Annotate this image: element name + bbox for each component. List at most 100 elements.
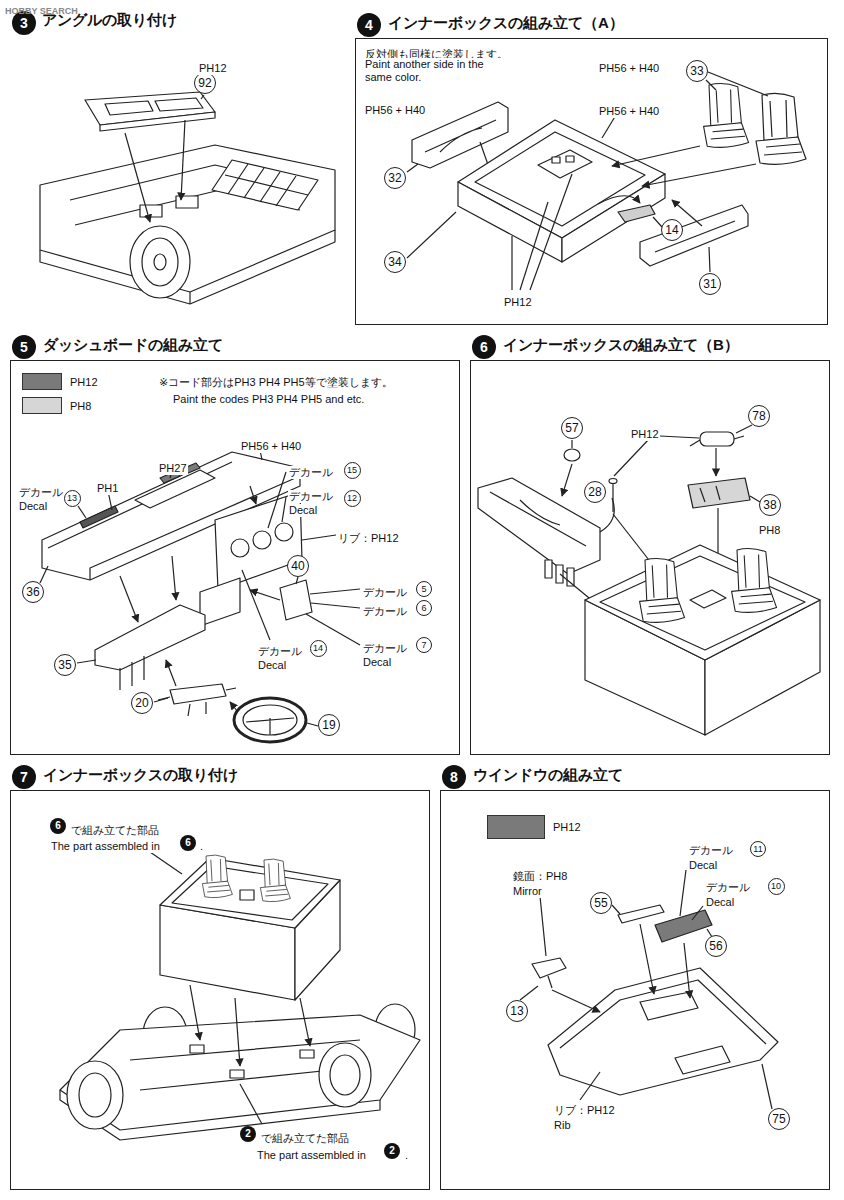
- label-text: PH12: [198, 62, 228, 75]
- instruction-label: Paint the codes PH3 PH4 PH5 and etc.: [172, 389, 365, 407]
- number-text: 7: [421, 641, 426, 650]
- label-text: Paint another side in the same color.: [364, 58, 514, 84]
- chassis-drawing-line: [154, 254, 166, 270]
- window-drawing-line: [560, 980, 766, 1048]
- dashboard-drawing-line: [253, 531, 271, 549]
- label-text: PH56 + H40: [598, 105, 660, 118]
- legend-text: PH8: [70, 400, 91, 412]
- window-drawing-line: [552, 990, 600, 1012]
- label-text: Decal: [257, 659, 287, 672]
- instruction-label: PH27: [158, 458, 188, 476]
- callout-number: 56: [705, 935, 727, 957]
- inner-box-b-drawing-line: [732, 549, 777, 613]
- inner-box-a-drawing-line: [407, 212, 456, 258]
- step-number: 4: [357, 13, 381, 37]
- number-text: 40: [291, 560, 304, 572]
- instruction-label: PH56 + H40: [364, 100, 426, 118]
- dashboard-drawing-line: [95, 605, 205, 670]
- number-text: 36: [26, 586, 39, 598]
- label-text: リブ：PH12: [553, 1104, 616, 1117]
- number-text: 3: [20, 16, 28, 30]
- instruction-label: リブ：PH12: [337, 528, 400, 546]
- inner-box-a-drawing-line: [538, 150, 592, 178]
- label-text: 鏡面：PH8: [512, 870, 568, 883]
- decal-number: 11: [750, 841, 766, 857]
- decal-number: 13: [64, 490, 81, 507]
- window-drawing-line: [520, 986, 538, 1000]
- instruction-label: PH56 + H40: [598, 101, 660, 119]
- chassis-drawing-line: [225, 164, 308, 206]
- number-text: 10: [771, 882, 781, 891]
- label-text: Decal: [288, 504, 318, 517]
- inner-box-b-drawing-line: [490, 492, 586, 546]
- instruction-label: Decal: [688, 855, 718, 873]
- instruction-label: ※コード部分はPH3 PH4 PH5等で塗装します。: [158, 372, 394, 390]
- dashboard-drawing-line: [282, 497, 286, 522]
- label-text: デカール: [362, 586, 408, 599]
- label-text: PH56 + H40: [598, 62, 660, 75]
- reference-number: 6: [180, 835, 196, 851]
- inner-box-b-drawing: [478, 425, 820, 735]
- inner-box-b-drawing-line: [640, 559, 685, 623]
- inner-box-b-drawing-line: [660, 436, 699, 438]
- inner-box-b-drawing-line: [690, 436, 744, 446]
- inner-box-b-drawing-line: [562, 464, 572, 496]
- window-drawing-line: [640, 924, 654, 994]
- label-text: .: [404, 1149, 409, 1162]
- label-text: Mirror: [512, 885, 543, 898]
- dashboard-drawing-line: [120, 576, 138, 622]
- dashboard-drawing-line: [230, 702, 238, 712]
- dashboard-drawing-line: [296, 577, 298, 584]
- window-drawing-line: [680, 870, 686, 916]
- step-title: インナーボックスの組み立て（B）: [503, 336, 739, 354]
- inner-box-b-drawing-line: [556, 565, 563, 583]
- number-text: 56: [709, 940, 722, 952]
- legend-text: PH12: [553, 821, 581, 833]
- window-drawing-line: [612, 905, 620, 914]
- inner-box-a-drawing-line: [706, 80, 716, 90]
- instruction-label: .: [199, 836, 204, 854]
- chassis-drawing: [40, 145, 335, 304]
- step-panel: インナーボックスの組み立て（B）657782838: [470, 360, 830, 755]
- label-text: Rib: [553, 1119, 572, 1132]
- window-drawing-line: [580, 1072, 600, 1100]
- instruction-label: リブ：PH12: [553, 1100, 616, 1118]
- decal-number: 15: [344, 462, 361, 479]
- inner-box-a-drawing-line: [612, 146, 700, 166]
- chassis-drawing-line: [130, 226, 190, 298]
- inner-box-b-drawing-line: [688, 478, 750, 508]
- inner-box-b-drawing-line: [609, 479, 617, 484]
- inner-box-a-drawing-line: [530, 174, 572, 290]
- instruction-label: The part assembled in: [50, 836, 161, 854]
- dashboard-drawing-line: [231, 539, 249, 557]
- inner-box-a-drawing-line: [708, 72, 768, 96]
- dashboard-drawing-line: [158, 688, 236, 716]
- instruction-label: PH56 + H40: [240, 436, 302, 454]
- step-title: インナーボックスの取り付け: [43, 766, 238, 784]
- callout-number: 35: [54, 654, 76, 676]
- instruction-label: Rib: [553, 1115, 572, 1133]
- inner-box-mounting-drawing-line: [330, 1055, 360, 1095]
- decal-number: 5: [416, 581, 432, 597]
- instruction-label: Paint another side in the same color.: [364, 58, 514, 85]
- instruction-label: デカール: [362, 638, 408, 656]
- number-text: 13: [510, 1005, 523, 1017]
- label-text: デカール: [362, 605, 408, 618]
- label-text: で組み立てた部品: [70, 824, 160, 837]
- chassis-drawing-line: [140, 205, 162, 217]
- inner-box-b-drawing-line: [690, 590, 726, 608]
- inner-box-b-drawing-line: [571, 440, 572, 448]
- instruction-label: PH12: [503, 292, 533, 310]
- angle-part-drawing: [85, 92, 215, 222]
- number-text: 2: [389, 1146, 395, 1156]
- inner-box-mounting-drawing-line: [172, 866, 328, 920]
- label-text: PH56 + H40: [240, 440, 302, 453]
- number-text: 31: [703, 278, 716, 290]
- number-text: 55: [594, 897, 607, 909]
- window-drawing-line: [548, 976, 552, 988]
- callout-number: 78: [748, 405, 770, 427]
- callout-number: 75: [768, 1108, 790, 1130]
- instruction-label: The part assembled in: [256, 1145, 367, 1163]
